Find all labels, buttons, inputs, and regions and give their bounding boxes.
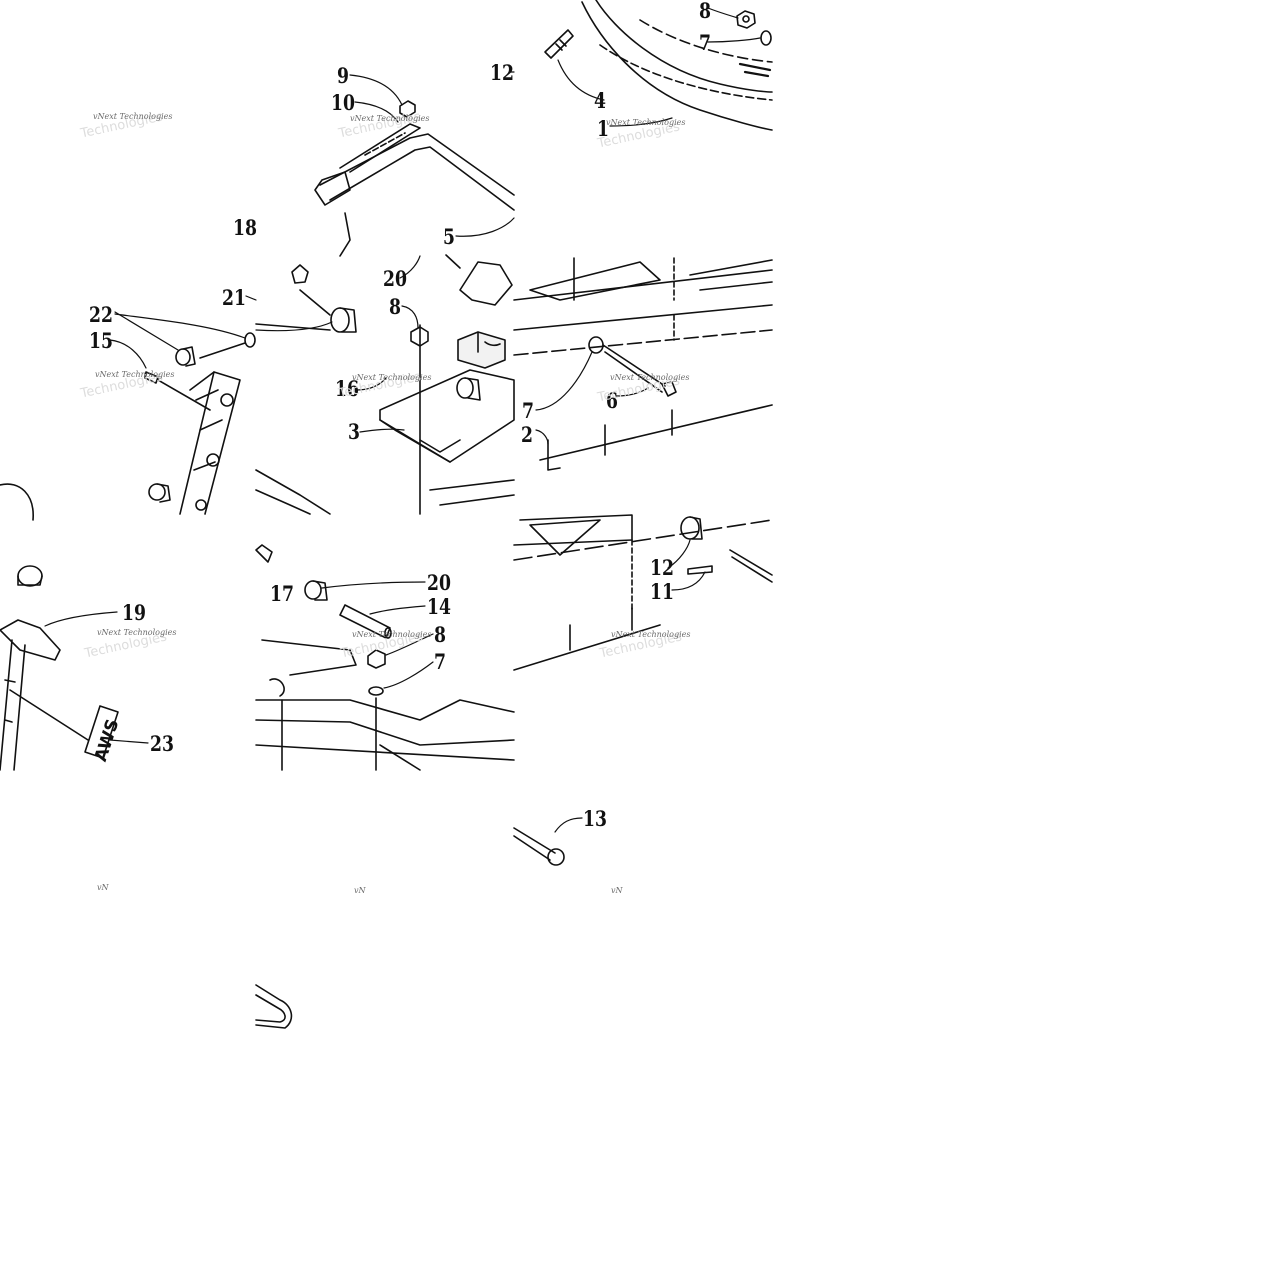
callout-6: 6 [606, 388, 618, 413]
callout-13: 13 [583, 806, 607, 831]
callout-4: 4 [594, 88, 606, 113]
callout-15: 15 [89, 328, 113, 353]
leader-lines [44, 7, 761, 833]
ski-section-lower [255, 544, 515, 771]
callout-12-low: 12 [650, 555, 674, 580]
nut-part-9 [399, 100, 416, 118]
callout-17: 17 [270, 581, 294, 606]
callout-2: 2 [521, 422, 533, 447]
bolt-part-15 [144, 371, 211, 411]
cap-bushing [148, 483, 171, 503]
spindle-leg-part [0, 565, 61, 771]
callout-5: 5 [443, 224, 455, 249]
watermark: vNext Technologies [352, 630, 432, 639]
foam-block [457, 331, 506, 369]
callout-8-top: 8 [699, 0, 711, 23]
spring-arc [0, 483, 34, 521]
callout-21: 21 [222, 285, 246, 310]
callout-7-mid: 7 [522, 398, 534, 423]
bushing-part-12 [680, 516, 773, 583]
ski-runner-part [513, 514, 773, 671]
callout-14: 14 [427, 594, 451, 619]
watermark: vNext Technologies [610, 373, 690, 382]
sleeve-part-14 [339, 604, 392, 639]
callout-20-mid: 20 [383, 266, 407, 291]
lower-cowl [255, 469, 515, 515]
callout-22: 22 [89, 302, 113, 327]
callout-7-low: 7 [434, 649, 446, 674]
nut-part-8-top [736, 10, 756, 29]
rod-part-13 [513, 827, 565, 866]
watermark: vNext Technologies [611, 630, 691, 639]
callout-19: 19 [122, 600, 146, 625]
callout-18: 18 [233, 215, 257, 240]
callout-7-top: 7 [699, 30, 711, 55]
callout-11: 11 [650, 579, 674, 604]
spindle-top [445, 254, 513, 306]
ski-bracket-part [314, 123, 515, 257]
callout-10: 10 [331, 90, 355, 115]
pin-part-11 [687, 565, 713, 575]
aws-decal-part-23 [84, 705, 119, 759]
bushing-part-22 [175, 332, 256, 367]
saddle-mount-part [255, 264, 515, 515]
watermark: vNext Technologies [606, 118, 686, 127]
spindle-bracket [179, 371, 241, 515]
bolt-part-4 [544, 29, 574, 59]
ski-body-mid [513, 257, 773, 471]
washer-part-7-top [760, 30, 772, 46]
watermark: vNext Technologies [93, 112, 173, 121]
callout-9: 9 [337, 63, 349, 88]
bushing-part-20 [304, 580, 328, 601]
callout-12-top: 12 [490, 60, 514, 85]
ski-end-fragment [255, 984, 293, 1029]
nut-part-8-low [281, 649, 386, 771]
callout-1: 1 [597, 116, 609, 141]
watermark-fragment: vN [354, 886, 366, 895]
leader-aws [9, 689, 89, 741]
callout-16: 16 [335, 376, 359, 401]
watermark-fragment: vN [97, 883, 109, 892]
callout-3: 3 [348, 419, 360, 444]
nut-part-8-mid [410, 326, 429, 347]
watermark-fragment: vN [611, 886, 623, 895]
callout-23: 23 [150, 731, 174, 756]
callout-20-low: 20 [427, 570, 451, 595]
watermark: vNext Technologies [350, 114, 430, 123]
callout-8-mid: 8 [389, 294, 401, 319]
ski-tip-part [581, 0, 773, 131]
watermark: vNext Technologies [352, 373, 432, 382]
callout-8-low: 8 [434, 622, 446, 647]
bolt-part-6 [588, 336, 677, 397]
watermark: vNext Technologies [95, 370, 175, 379]
watermark: vNext Technologies [97, 628, 177, 637]
